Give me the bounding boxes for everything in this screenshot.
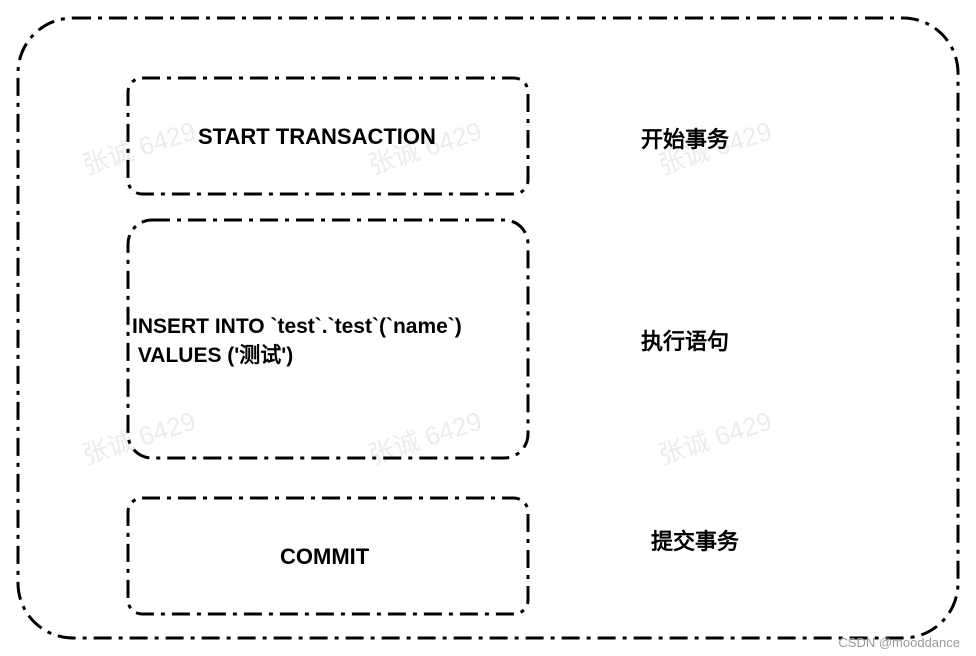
insert-statement-box	[126, 218, 530, 460]
credit-text: CSDN @mooddance	[838, 635, 960, 650]
commit-box	[126, 496, 530, 616]
insert-statement-text: INSERT INTO `test`.`test`(`name`) VALUES…	[132, 315, 462, 367]
commit-text: COMMIT	[280, 544, 370, 569]
start-transaction-label: 开始事务	[641, 127, 730, 152]
execute-statement-label: 执行语句	[641, 329, 730, 354]
start-transaction-box	[126, 76, 530, 196]
commit-transaction-label: 提交事务	[651, 529, 740, 554]
start-transaction-text: START TRANSACTION	[198, 124, 436, 149]
